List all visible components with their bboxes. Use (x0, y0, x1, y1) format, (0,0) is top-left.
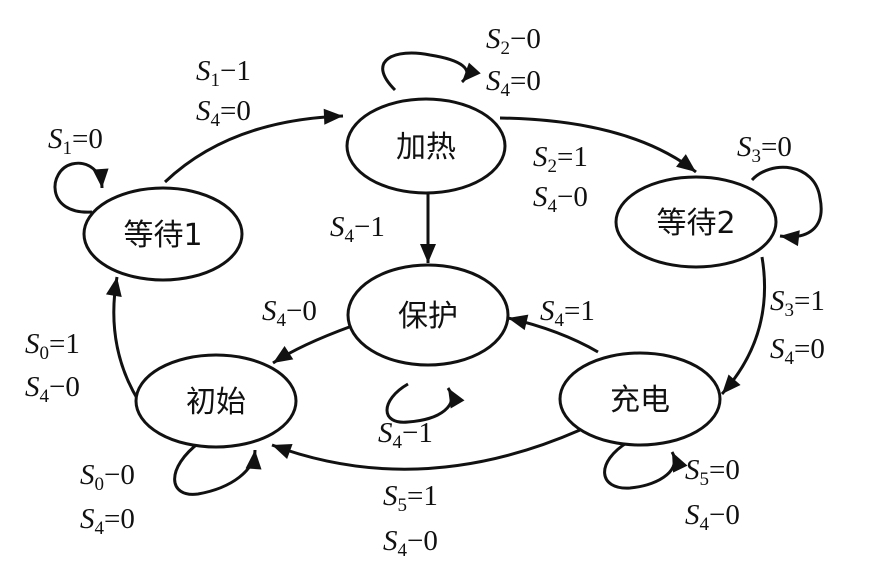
edge-wait2-to-charge (720, 256, 766, 396)
edge-wait1-to-heat-arrowhead (323, 108, 343, 125)
state-init: 初始 (134, 353, 298, 449)
cond-wait1-heat-line1: S1−1 (196, 55, 251, 91)
state-charge-label: 充电 (610, 383, 670, 418)
edge-wait2-self (750, 165, 823, 239)
edge-heat-to-wait2 (499, 116, 697, 174)
edge-charge-to-protect-arrowhead (508, 314, 529, 331)
edge-wait1-self-arrowhead (92, 168, 109, 188)
edge-charge-self (603, 440, 676, 490)
cond-charge-self-line2: S4−0 (685, 499, 740, 535)
edge-wait2-self-arrowhead (780, 230, 800, 247)
state-wait1: 等待1 (82, 186, 244, 282)
cond-init-wait1-line1: S0=1 (25, 328, 80, 364)
edge-wait2-to-charge-arrowhead (722, 374, 741, 394)
state-charge: 充电 (558, 351, 722, 447)
state-protect-label: 保护 (398, 299, 458, 334)
cond-init-wait1-line2: S4−0 (25, 371, 80, 407)
cond-heat-self-line1: S2−0 (486, 23, 541, 59)
state-init-label: 初始 (186, 385, 246, 420)
cond-charge-init-line1: S5=1 (383, 480, 438, 516)
state-protect: 保护 (346, 263, 510, 367)
arrowheads (92, 62, 800, 473)
edge-heat-to-protect-arrowhead (420, 244, 436, 263)
cond-wait2-self-line1: S3=0 (737, 131, 792, 167)
cond-charge-protect-line1: S4=1 (540, 295, 595, 331)
cond-heat-protect-line1: S4−1 (330, 211, 385, 247)
edge-charge-to-init (271, 428, 581, 471)
cond-wait1-heat-line2: S4=0 (196, 95, 251, 131)
state-wait2: 等待2 (614, 175, 778, 269)
cond-heat-wait2-line1: S2=1 (533, 141, 588, 177)
edge-protect-self-arrowhead (448, 388, 465, 409)
cond-heat-self-line2: S4=0 (486, 65, 541, 101)
edge-init-self (173, 440, 257, 496)
edge-heat-self-arrowhead (462, 62, 481, 82)
cond-protect-self-line1: S4−1 (378, 417, 433, 453)
edge-heat-to-wait2-arrowhead (676, 154, 696, 172)
cond-wait1-self-line1: S1=0 (48, 123, 103, 159)
cond-wait2-charge-line1: S3=1 (770, 285, 825, 321)
edge-charge-to-init-arrowhead (272, 444, 293, 460)
cond-wait2-charge-line2: S4=0 (770, 333, 825, 369)
cond-heat-wait2-line2: S4−0 (533, 181, 588, 217)
cond-init-self-line2: S4=0 (80, 503, 135, 539)
edge-wait1-to-heat (163, 114, 344, 184)
edge-heat-self (381, 51, 469, 92)
cond-charge-init-line2: S4−0 (383, 525, 438, 561)
state-heat: 加热 (345, 97, 507, 195)
cond-charge-self-line1: S5=0 (685, 454, 740, 490)
state-wait2-label: 等待2 (656, 206, 735, 241)
edge-charge-self-arrowhead (672, 452, 688, 473)
cond-protect-init-line1: S4−0 (262, 295, 317, 331)
edge-protect-to-init-arrowhead (273, 345, 294, 363)
edge-init-self-arrowhead (245, 450, 262, 470)
edge-init-to-wait1-arrowhead (105, 277, 122, 298)
cond-init-self-line1: S0−0 (80, 459, 135, 495)
state-wait1-label: 等待1 (123, 218, 202, 253)
state-heat-label: 加热 (396, 130, 456, 165)
